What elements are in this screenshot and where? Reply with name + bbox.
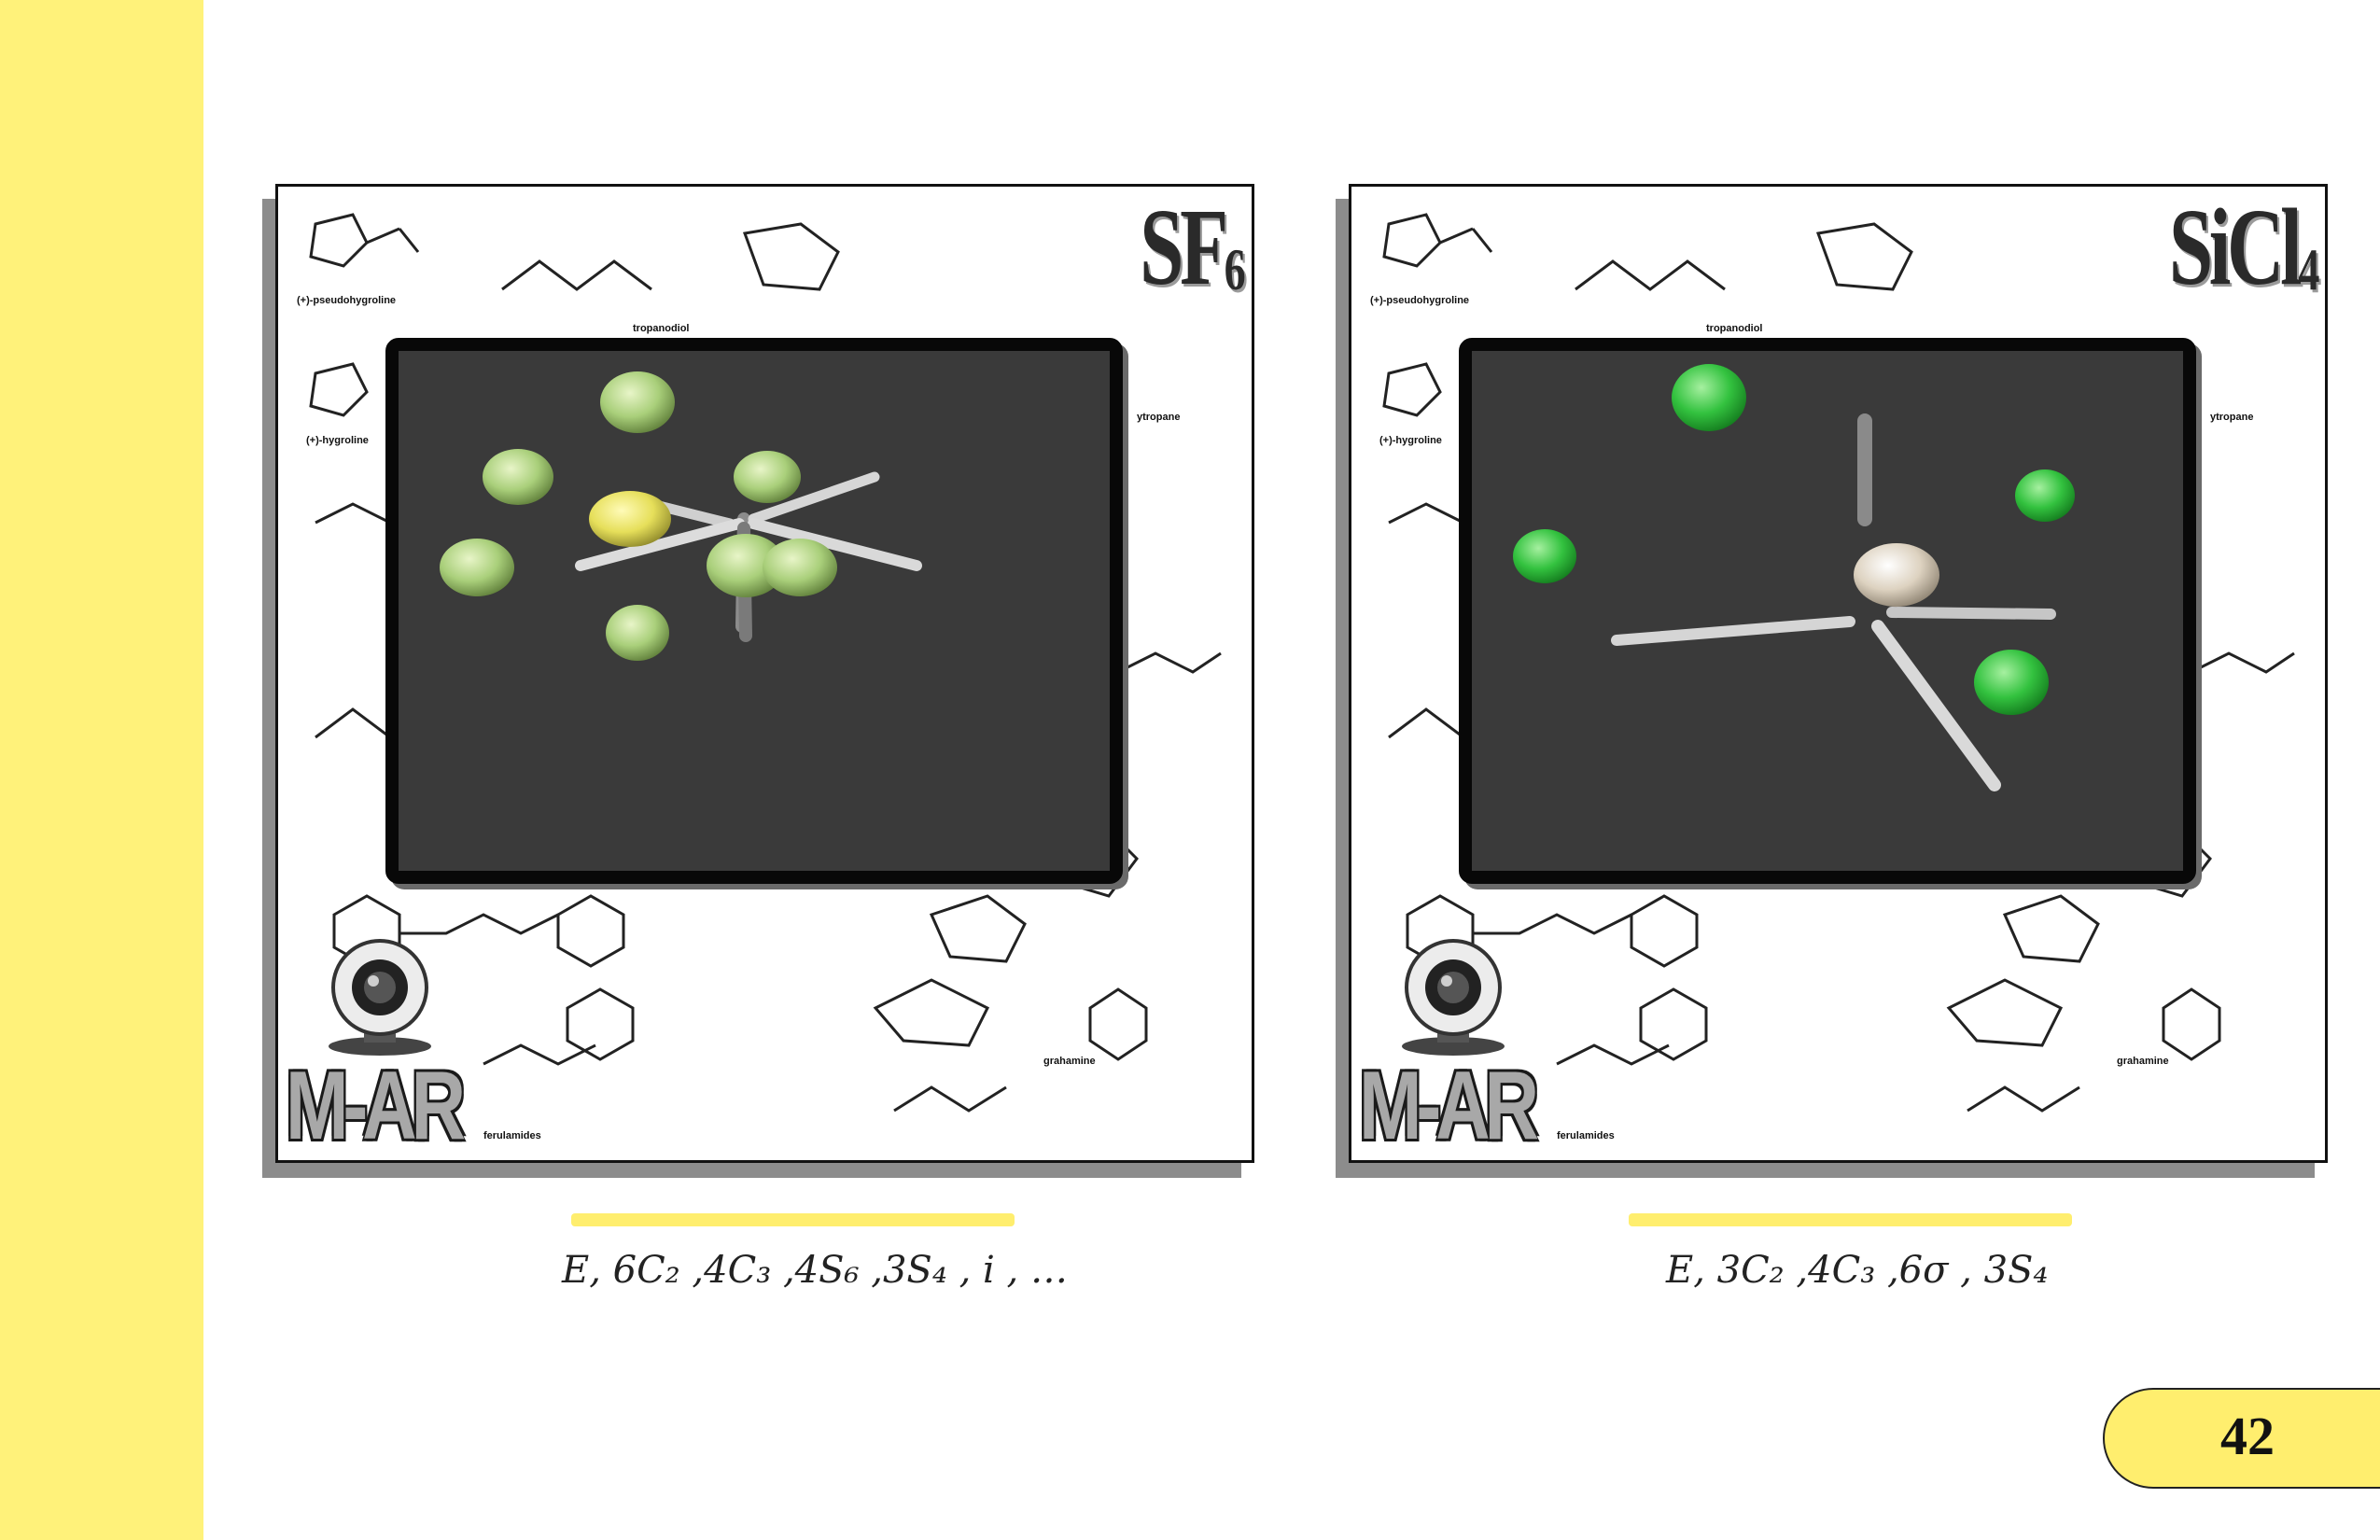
- svg-text:ferulamides: ferulamides: [483, 1130, 541, 1141]
- svg-text:(+)-hygroline: (+)-hygroline: [1379, 435, 1442, 446]
- side-accent-bar: [0, 0, 203, 1540]
- molecule-formula: SiCl4: [2168, 186, 2319, 308]
- svg-text:(+)-hygroline: (+)-hygroline: [306, 435, 369, 446]
- chemical-structures-background: (+)-pseudohygroline tropanodiol (+)-hygr…: [1370, 213, 2295, 1141]
- webcam-icon: [329, 939, 431, 1056]
- caption-divider: [1629, 1213, 2072, 1226]
- 3d-molecule-viewer[interactable]: [1459, 338, 2196, 884]
- svg-text:(+)-pseudohygroline: (+)-pseudohygroline: [1370, 295, 1469, 306]
- webcam-icon: [1402, 939, 1505, 1056]
- svg-text:grahamine: grahamine: [2117, 1056, 2169, 1067]
- sicl4-molecule-model: [1513, 364, 2075, 791]
- page-number-tab: [2103, 1388, 2380, 1489]
- caption-divider: [571, 1213, 1015, 1226]
- sicl4-symmetry-operations: E, 3C₂ ,4C₃ ,6σ , 3S₄: [1666, 1249, 2049, 1292]
- sf6-molecule-model: [440, 371, 922, 661]
- svg-text:tropanodiol: tropanodiol: [1706, 323, 1763, 334]
- page-number: 42: [2220, 1406, 2275, 1466]
- m-ar-logo: M-AR: [1359, 1052, 1539, 1160]
- svg-text:tropanodiol: tropanodiol: [633, 323, 690, 334]
- sf6-card: (+)-pseudohygroline tropanodiol (+)-hygr…: [275, 184, 1254, 1163]
- sicl4-card: (+)-pseudohygroline tropanodiol (+)-hygr…: [1349, 184, 2328, 1163]
- m-ar-logo: M-AR: [286, 1052, 466, 1160]
- chemical-structures-background: (+)-pseudohygroline tropanodiol (+)-hygr…: [297, 213, 1222, 1141]
- 3d-molecule-viewer[interactable]: [385, 338, 1123, 884]
- sf6-symmetry-operations: E, 6C₂ ,4C₃ ,4S₆ ,3S₄ , i , …: [562, 1249, 1068, 1292]
- molecule-formula: SF6: [1140, 186, 1246, 308]
- svg-text:ferulamides: ferulamides: [1557, 1130, 1615, 1141]
- svg-text:grahamine: grahamine: [1043, 1056, 1096, 1067]
- svg-text:ytropane: ytropane: [1137, 412, 1180, 423]
- svg-text:ytropane: ytropane: [2210, 412, 2253, 423]
- svg-text:(+)-pseudohygroline: (+)-pseudohygroline: [297, 295, 396, 306]
